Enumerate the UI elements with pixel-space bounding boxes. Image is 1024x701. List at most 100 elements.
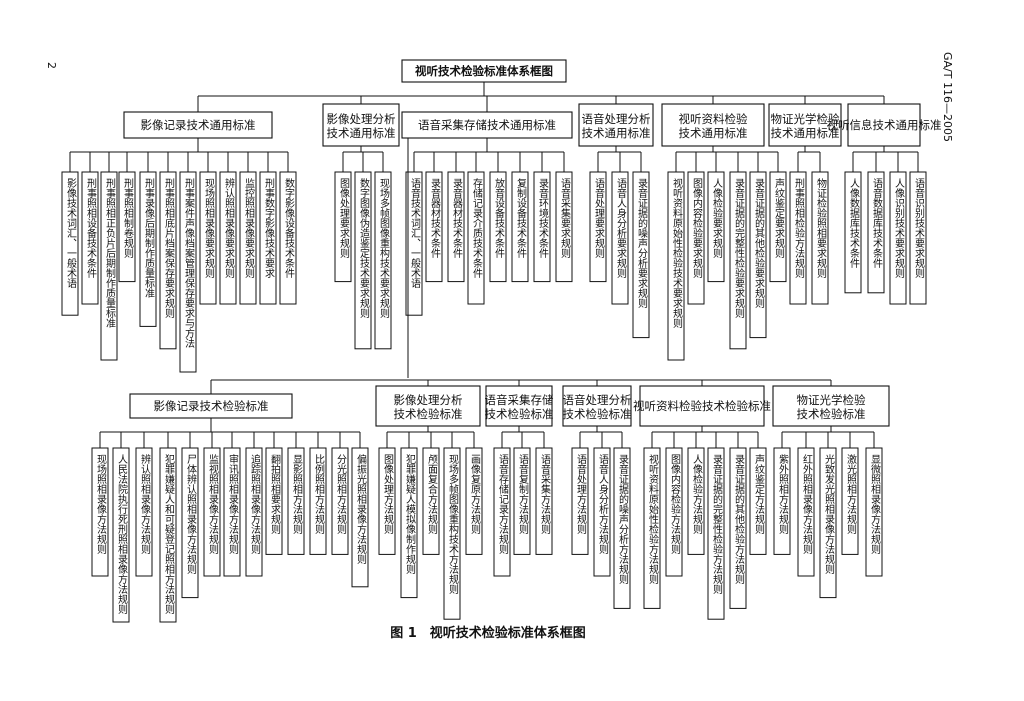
row1-category-5: 物证光学检验技术通用标准 [771, 112, 840, 140]
row2-leaf-box [841, 447, 859, 555]
row2-leaf: 语音复制方法规则 [517, 454, 529, 535]
row2-leaf-box [593, 447, 611, 577]
row1-leaf: 视听资料原始性检验技术要求规则 [671, 177, 683, 329]
row1-leaf-box [867, 171, 885, 294]
row1-leaf-box [555, 171, 573, 283]
row1-leaf-box [374, 171, 392, 350]
row2-leaf: 颅面复合方法规则 [426, 454, 438, 535]
row2-leaf: 监视照相录像方法规则 [207, 453, 219, 555]
row2-leaf-box [351, 447, 369, 588]
row1-leaf-box [239, 171, 257, 305]
row1-leaf: 刑事案件声像档案管理保存要求与方法 [183, 177, 195, 349]
row2-category-1: 影像处理分析技术检验标准 [394, 393, 463, 421]
row2-category-5: 物证光学检验技术检验标准 [797, 393, 866, 421]
row1-leaf: 刑事照相检验方法规则 [793, 177, 805, 279]
row2-leaf: 红外照相录像方法规则 [801, 453, 813, 555]
row2-leaf: 视听资料原始性检验方法规则 [647, 453, 659, 585]
row1-leaf: 数字影像设备技术条件 [283, 177, 295, 279]
row2-leaf-box [773, 447, 791, 555]
row1-leaf-box [219, 171, 237, 305]
row2-leaf: 辨认照相录像方法规则 [139, 453, 151, 555]
row1-leaf-box [889, 171, 907, 305]
row1-leaf: 图像处理要求规则 [338, 178, 350, 259]
row1-leaf-box [811, 171, 829, 305]
row1-leaf-box [533, 171, 551, 283]
row2-leaf: 犯罪嫌疑人模拟像制作规则 [404, 454, 416, 575]
row2-leaf-box [643, 447, 661, 609]
row2-leaf: 比例照相方法规则 [313, 454, 325, 535]
row2-leaf: 犯罪嫌疑人和可疑登记照相方法规则 [163, 454, 175, 615]
row1-category-3-box [578, 103, 654, 147]
row2-leaf-box [287, 447, 305, 555]
row2-leaf: 录音证据的噪声分析方法规则 [617, 454, 629, 585]
row1-leaf: 物证检验照相要求规则 [815, 177, 827, 279]
row1-leaf: 语音数据库技术条件 [871, 178, 883, 269]
row1-leaf-box [909, 171, 927, 305]
row2-leaf: 翻拍照相要求规则 [269, 454, 281, 535]
row1-leaf-box [61, 171, 79, 316]
row2-category-4-box [639, 385, 765, 427]
row2-leaf-box [159, 447, 177, 623]
row1-leaf: 刑事照相正负片后期制作质量标准 [104, 177, 116, 328]
row1-leaf: 录音证据的其他检验要求规则 [753, 178, 765, 309]
row2-leaf-box [465, 447, 483, 555]
row1-leaf-box [118, 171, 136, 283]
row1-leaf-box [334, 171, 352, 283]
row2-leaf-box [378, 447, 396, 555]
row2-leaf-box [613, 447, 631, 609]
row2-leaf-box [245, 447, 263, 577]
row1-leaf: 现场多帧图像重构技术要求规则 [378, 178, 390, 319]
row2-leaf: 激光照相方法规则 [845, 453, 857, 535]
row1-leaf-box [425, 171, 443, 283]
row1-category-1-box [322, 103, 400, 147]
row1-category-5-box [768, 103, 842, 147]
row1-leaf-box [667, 171, 685, 361]
row2-leaf: 显微照相录像方法规则 [869, 454, 881, 555]
row1-leaf-box [405, 171, 423, 316]
row1-leaf: 语音处理要求规则 [593, 178, 605, 259]
row2-leaf: 追踪照相录像方法规则 [249, 453, 261, 555]
row1-category-2-box [401, 111, 573, 139]
row2-leaf: 现场多帧图像重构技术方法规则 [447, 454, 459, 595]
row2-leaf: 偏振光照相录像方法规则 [355, 453, 367, 565]
row2-category-0: 影像记录技术检验标准 [154, 399, 269, 413]
row1-leaf: 录音证据的噪声分析要求规则 [636, 178, 648, 309]
row2-leaf-box [819, 447, 837, 599]
row2-leaf-box [865, 447, 883, 577]
row1-category-6: 视听信息技术通用标准 [827, 118, 942, 132]
row1-leaf: 刑事录像后期制作质量标准 [143, 177, 155, 298]
row2-category-1-box [375, 385, 481, 427]
tree: 影像记录技术通用标准影像技术词汇、一般术语刑事照相设备技术条件刑事照相正负片后期… [61, 82, 942, 623]
row2-leaf-box [443, 447, 461, 620]
figure-caption: 图 1 视听技术检验标准体系框图 [390, 625, 586, 641]
row1-leaf-box [259, 171, 277, 305]
row2-leaf-box [331, 447, 349, 555]
root-title: 视听技术检验标准体系框图 [415, 64, 553, 78]
row1-leaf-box [354, 171, 372, 350]
row1-leaf-box [489, 171, 507, 283]
row1-leaf: 数字图像伪造鉴定技术要求规则 [358, 177, 370, 319]
row1-leaf: 录音证据的完整性检验要求规则 [733, 178, 745, 319]
row1-leaf: 刑事照相设备技术条件 [85, 177, 97, 279]
row1-leaf: 录音环境技术条件 [537, 178, 549, 259]
row1-leaf-box [139, 171, 157, 327]
row1-leaf-box [632, 171, 650, 339]
row1-leaf: 语音采集要求规则 [559, 178, 571, 259]
row2-leaf-box [400, 447, 418, 599]
row2-leaf-box [513, 447, 531, 555]
row1-leaf: 录音器材技术条件 [429, 178, 441, 259]
row2-leaf: 光致发光照相录像方法规则 [823, 453, 835, 575]
row1-leaf: 现场照相录像要求规则 [203, 178, 215, 279]
row1-leaf-box [769, 171, 787, 283]
row1-leaf-box [687, 171, 705, 305]
row1-leaf: 语音识别技术要求规则 [913, 178, 925, 279]
row1-category-2: 语音采集存储技术通用标准 [418, 118, 556, 132]
row1-leaf: 刑事照相制卷规则 [122, 177, 134, 259]
row1-leaf-box [844, 171, 862, 294]
row1-leaf: 录音器材技术条件 [451, 178, 463, 259]
row2-leaf-box [223, 447, 241, 577]
row2-leaf-box [729, 447, 747, 609]
row1-leaf-box [159, 171, 177, 350]
row1-leaf: 语音人身分析要求规则 [615, 178, 627, 279]
row2-leaf-box [665, 447, 683, 577]
